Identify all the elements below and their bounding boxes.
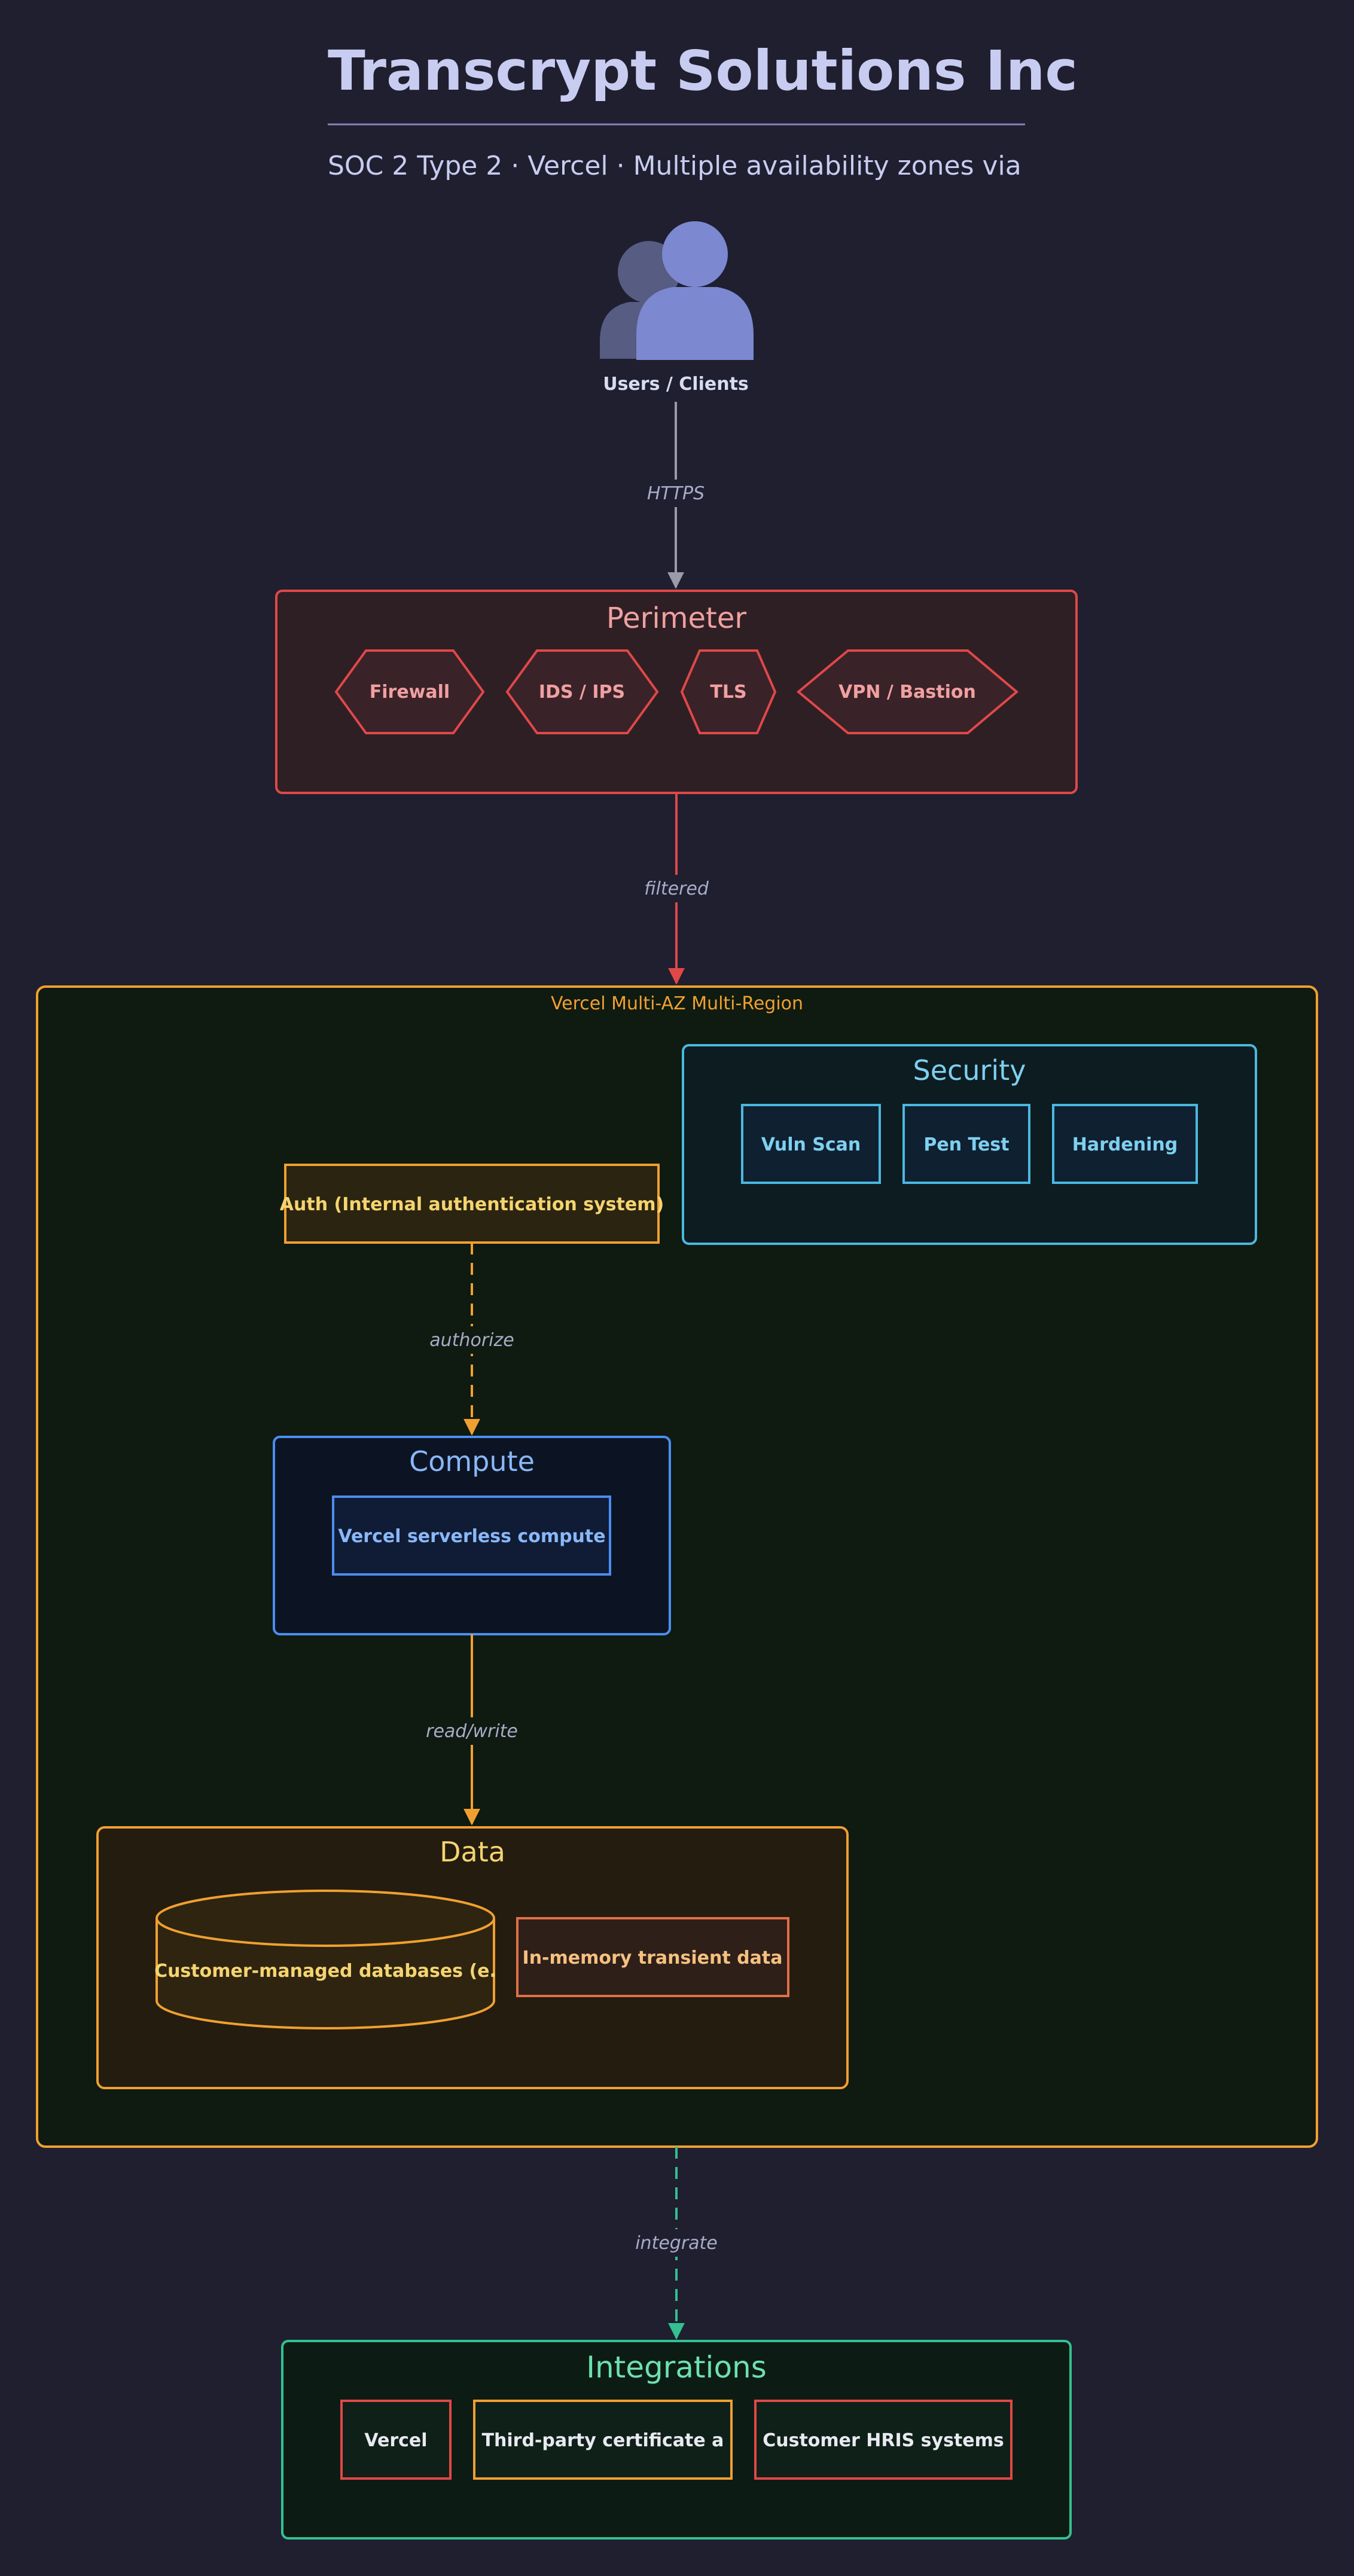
integration-item-label: Third-party certificate a (482, 2430, 724, 2451)
edge-label-integrate: integrate (635, 2233, 718, 2254)
database-cylinder: Customer-managed databases (e. (154, 1890, 496, 2029)
integration-item-hris (754, 2400, 1013, 2480)
security-item-hardening (1052, 1104, 1198, 1184)
security-item-label: Pen Test (923, 1134, 1009, 1155)
security-item-label: Vuln Scan (761, 1134, 861, 1155)
perimeter-item-label: TLS (710, 682, 746, 703)
perimeter-vpn-bastion: VPN / Bastion (796, 649, 1019, 734)
perimeter-item-label: Firewall (370, 682, 450, 703)
security-item-pen-test (902, 1104, 1030, 1184)
region-title: Vercel Multi-AZ Multi-Region (551, 993, 803, 1014)
tls-icon (680, 649, 777, 734)
edge-label-bg (640, 875, 713, 902)
edge-label-read-write: read/write (426, 1721, 518, 1742)
auth-label: Auth (Internal authentication system) (280, 1194, 664, 1215)
firewall-icon (334, 649, 485, 734)
perimeter-item-label: VPN / Bastion (838, 682, 976, 703)
page-subtitle: SOC 2 Type 2 · Vercel · Multiple availab… (328, 151, 1021, 181)
vpn-bastion-icon (796, 649, 1019, 734)
database-icon (155, 1918, 495, 2029)
perimeter-ids-ips: IDS / IPS (505, 649, 659, 734)
perimeter-title: Perimeter (606, 602, 746, 635)
perimeter-item-label: IDS / IPS (539, 682, 625, 703)
security-group: Security Vuln Scan Pen Test Hardening (682, 1044, 1257, 1245)
edge-label-bg (643, 480, 709, 507)
integration-item-vercel (340, 2400, 452, 2480)
auth-node: Auth (Internal authentication system) (280, 1164, 664, 1244)
data-title: Data (440, 1836, 505, 1868)
compute-item-label: Vercel serverless compute (338, 1526, 605, 1547)
cache-node (516, 1917, 789, 1997)
compute-item-serverless (332, 1495, 611, 1576)
security-title: Security (913, 1054, 1026, 1086)
security-item-vuln-scan (741, 1104, 881, 1184)
integration-item-label: Vercel (364, 2430, 427, 2451)
database-top (155, 1890, 495, 1947)
compute-title: Compute (409, 1445, 535, 1478)
edge-label-bg (429, 1326, 514, 1354)
cache-label: In-memory transient data (523, 1948, 783, 1968)
perimeter-firewall: Firewall (334, 649, 485, 734)
data-group: Data Customer-managed databases (e. In-m… (96, 1826, 849, 2089)
edge-label-authorize: authorize (429, 1330, 514, 1351)
security-item-label: Hardening (1072, 1134, 1178, 1155)
integrations-group: Integrations Vercel Third-party certific… (281, 2340, 1072, 2540)
edge-label-bg (633, 2229, 720, 2257)
page-title: Transcrypt Solutions Inc (328, 39, 1078, 103)
integrations-title: Integrations (586, 2350, 767, 2385)
edge-label-filtered: filtered (644, 878, 709, 899)
perimeter-group: Perimeter Firewall IDS / IPS TLS VPN / B… (275, 590, 1078, 794)
integration-item-label: Customer HRIS systems (763, 2430, 1004, 2451)
compute-group: Compute Vercel serverless compute (273, 1436, 671, 1635)
integration-item-certificate (473, 2400, 733, 2480)
users-label: Users / Clients (603, 374, 749, 395)
edge-label-https: HTTPS (647, 483, 705, 504)
ids-ips-icon (505, 649, 659, 734)
perimeter-tls: TLS (680, 649, 777, 734)
database-label: Customer-managed databases (e. (154, 1961, 496, 1982)
edge-label-bg (425, 1717, 519, 1745)
users-icon (600, 221, 754, 360)
